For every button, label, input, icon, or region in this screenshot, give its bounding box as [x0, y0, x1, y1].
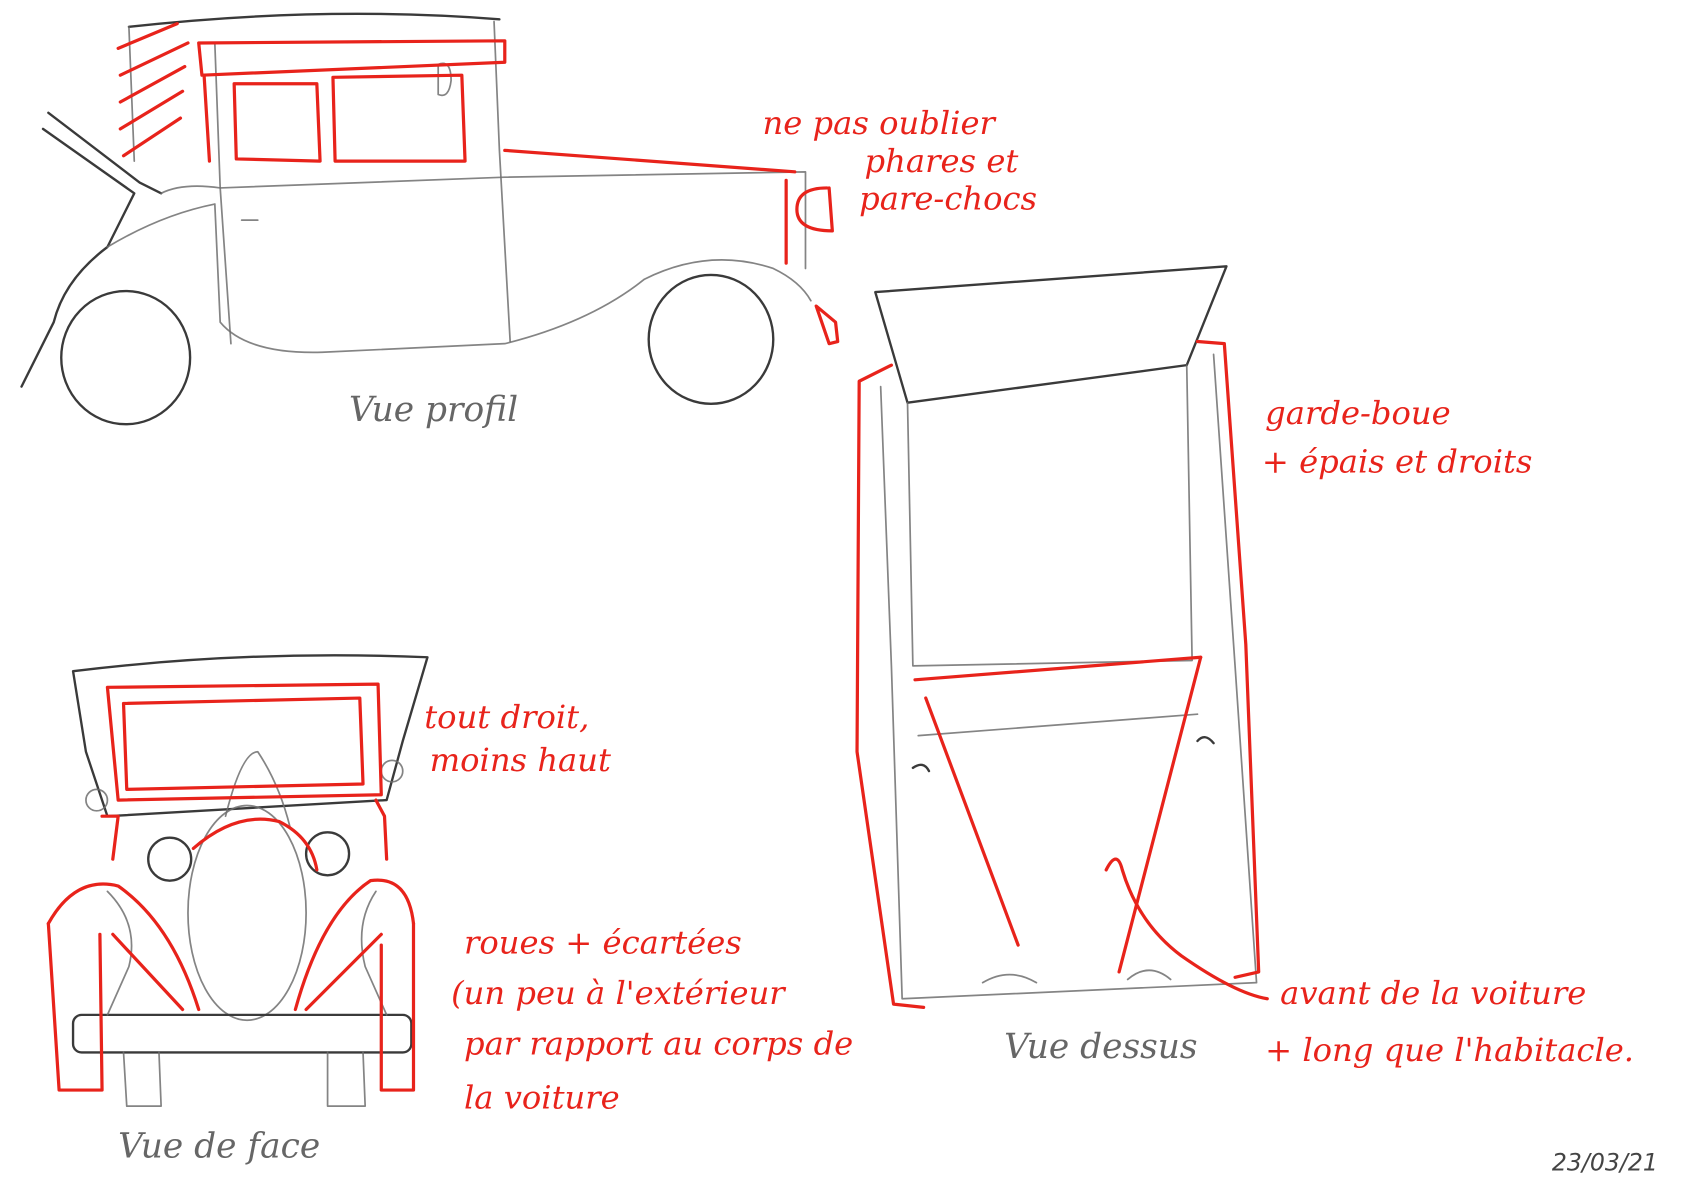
front-view-label: Vue de face [118, 1127, 320, 1167]
top-view-front-note: avant de la voiture + long que l'habitac… [1265, 974, 1634, 1069]
top-view-drawing [874, 265, 1258, 1000]
profile-view-drawing [20, 12, 812, 426]
profile-view-note: ne pas oublier phares et pare-chocs [763, 104, 1038, 217]
profile-view-annotations [116, 22, 840, 346]
top-view-label: Vue dessus [1004, 1027, 1197, 1067]
top-view-annotations [855, 339, 1269, 1009]
sketch-date: 23/03/21 [1552, 1149, 1658, 1177]
top-view-mudguard-note: garde-boue + épais et droits [1262, 394, 1533, 480]
front-view-drawing [71, 654, 429, 1108]
front-view-annotations [46, 682, 416, 1092]
profile-view-label: Vue profil [349, 390, 518, 430]
front-view-windshield-note: tout droit, moins haut [424, 698, 611, 779]
front-view-wheels-note: roues + écartées (un peu à l'extérieur p… [451, 924, 863, 1117]
